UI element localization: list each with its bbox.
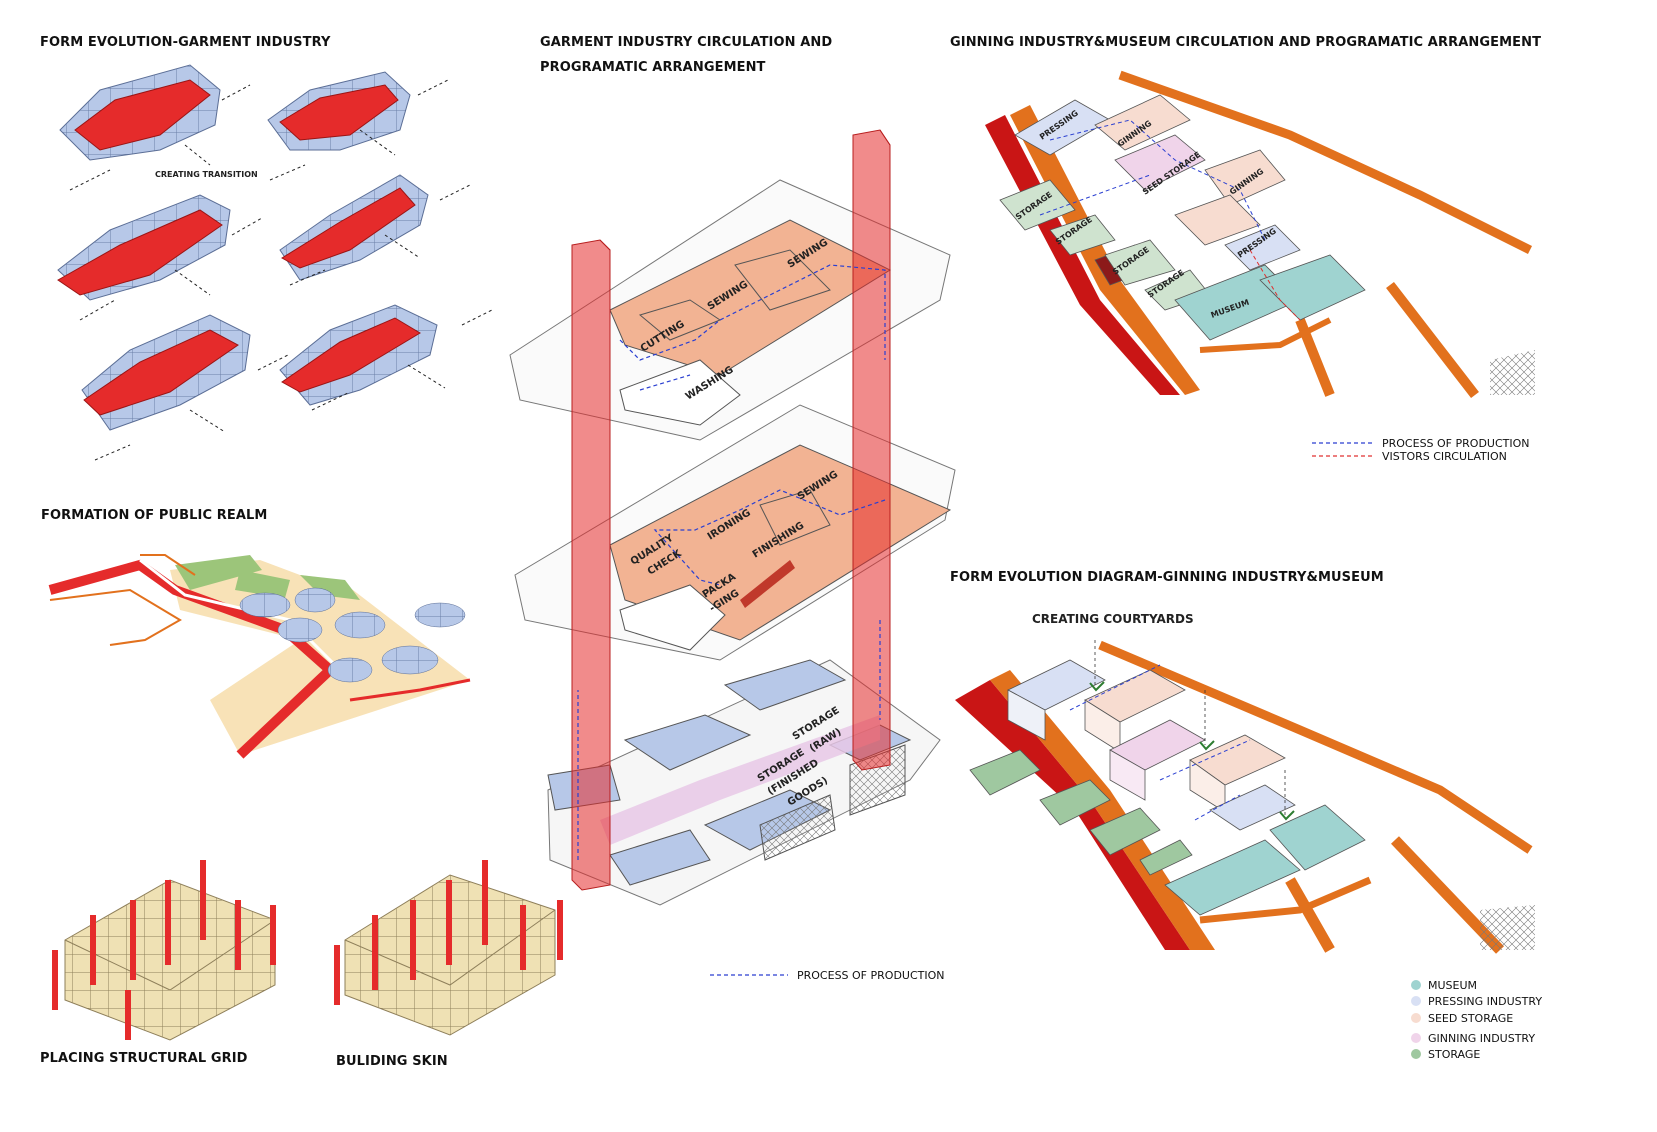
legend-swatch-museum (1411, 980, 1421, 990)
heading-ginning-circulation: GINNING INDUSTRY&MUSEUM CIRCULATION AND … (950, 35, 1542, 50)
creating-transition-label: CREATING TRANSITION (155, 170, 258, 179)
form-block-1 (59, 64, 221, 161)
legend-label-storage: STORAGE (1428, 1048, 1480, 1061)
heading-building-skin: BULIDING SKIN (336, 1054, 448, 1069)
form-evolution-garment-diagrams: CREATING TRANSITION (57, 64, 493, 461)
heading-garment-circulation-line2: PROGRAMATIC ARRANGEMENT (540, 60, 766, 75)
ginning-form-evolution-diagram: CREATING COURTYARDS (955, 612, 1535, 954)
garment-production-path (577, 264, 886, 860)
form-block-4 (279, 174, 429, 281)
legend-label-visitors: VISTORS CIRCULATION (1382, 450, 1507, 463)
public-realm-map (48, 554, 471, 759)
form-block-3 (57, 194, 231, 301)
garment-legend: PROCESS OF PRODUCTION (710, 969, 945, 982)
legend-label-seed-storage: SEED STORAGE (1428, 1012, 1513, 1025)
form-arrows (69, 79, 493, 461)
form-block-5 (81, 314, 251, 431)
building-skin-diagram (334, 860, 563, 1036)
legend-swatch-pressing (1411, 996, 1421, 1006)
garment-legend-label: PROCESS OF PRODUCTION (797, 969, 945, 982)
ginning-circulation-legend: PROCESS OF PRODUCTION VISTORS CIRCULATIO… (1312, 437, 1530, 463)
legend-label-production: PROCESS OF PRODUCTION (1382, 437, 1530, 450)
program-legend: MUSEUM PRESSING INDUSTRY SEED STORAGE GI… (1411, 979, 1542, 1061)
legend-swatch-ginning (1411, 1033, 1421, 1043)
form-block-6 (279, 304, 438, 406)
legend-label-museum: MUSEUM (1428, 979, 1477, 992)
heading-public-realm: FORMATION OF PUBLIC REALM (41, 508, 268, 523)
ginning-circulation-diagram: PRESSING GINNING SEED STORAGE GINNING PR… (965, 70, 1535, 463)
garment-floor-top (509, 179, 951, 441)
garment-circulation-diagram: SEWING SEWING CUTTING WASHING IRONING SE… (509, 129, 956, 982)
ginning-form-blocks (969, 659, 1366, 916)
legend-label-ginning: GINNING INDUSTRY (1428, 1032, 1535, 1045)
public-realm-clusters (239, 587, 466, 683)
heading-form-evolution-garment: FORM EVOLUTION-GARMENT INDUSTRY (40, 35, 331, 50)
ginning-rooms (999, 94, 1366, 341)
legend-label-pressing: PRESSING INDUSTRY (1428, 995, 1542, 1008)
creating-courtyards-label: CREATING COURTYARDS (1032, 612, 1194, 626)
garment-vertical-cores (571, 129, 891, 891)
heading-form-evolution-ginning: FORM EVOLUTION DIAGRAM-GINNING INDUSTRY&… (950, 570, 1384, 585)
heading-structural-grid: PLACING STRUCTURAL GRID (40, 1051, 248, 1066)
heading-garment-circulation-line1: GARMENT INDUSTRY CIRCULATION AND (540, 35, 833, 50)
structural-grid-diagram (52, 860, 276, 1041)
legend-swatch-seed-storage (1411, 1013, 1421, 1023)
form-block-2 (267, 71, 411, 151)
legend-swatch-storage (1411, 1049, 1421, 1059)
